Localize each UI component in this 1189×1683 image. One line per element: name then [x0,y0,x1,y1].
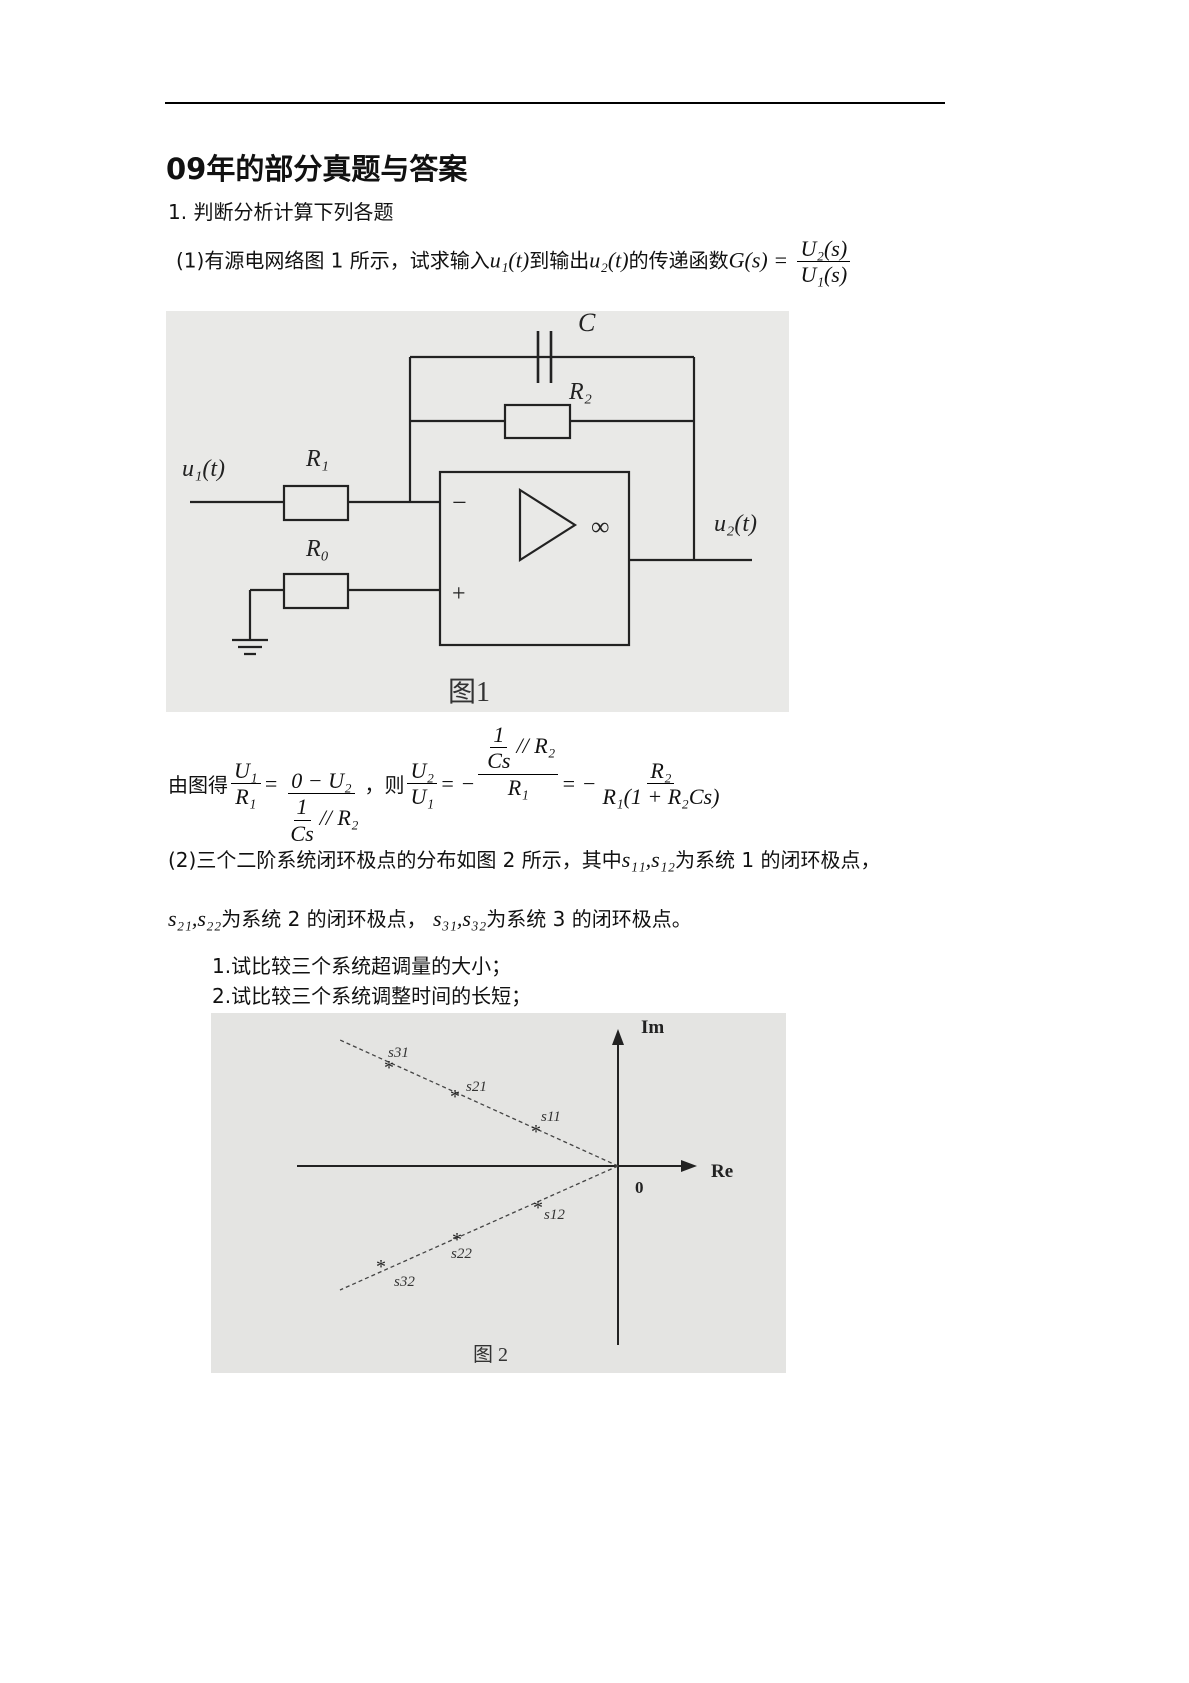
label-s31: s31 [388,1045,409,1061]
pole-s11-mark: * [531,1121,541,1143]
axis-label-im: Im [641,1017,664,1038]
fraction-denominator: R₁ [235,784,257,810]
pole-s21-mark: * [450,1086,460,1108]
q2-text: 为系统 2 的闭环极点， [221,907,427,931]
label-output: u₂(t) [714,511,757,537]
q2-text: (2)三个二阶系统闭环极点的分布如图 2 所示，其中 [168,848,622,872]
math-u1: u₁(t) [489,247,530,273]
fraction-denominator: U₁(s) [800,262,848,288]
q1-text: 到输出 [529,248,590,273]
fraction-numerator: U₁ [231,758,261,785]
origin-label: 0 [635,1178,644,1197]
axis-label-re: Re [711,1161,733,1182]
equals-negative: = − [561,770,597,796]
fraction-denominator: Cs [487,748,511,774]
header-rule [165,102,945,104]
label-plus: + [452,581,466,607]
label-minus: − [452,488,467,517]
label-r2: R₂ [568,379,592,405]
question-1: (1)有源电网络图 1 所示，试求输入u₁(t)到输出u₂(t)的传递函数G(s… [176,236,853,288]
math-g: G(s) = [728,247,789,273]
pole-s31-mark: * [384,1057,394,1079]
math-u2: u₂(t) [589,247,629,273]
fraction-denominator: U₁ [410,784,435,810]
answer-then: ，则 [364,773,405,798]
parallel-r2: // R₂ [516,732,556,758]
q1-text: (1)有源电网络图 1 所示，试求输入 [176,248,490,273]
parallel-r2: // R₂ [319,805,359,831]
figure-1-caption: 图1 [448,677,490,708]
answer-prefix: 由图得 [168,773,228,798]
q2-text: 为系统 1 的闭环极点， [675,848,881,872]
question-2-item-1: 1.试比较三个系统超调量的大小； [212,954,512,978]
question-2-item-2: 2.试比较三个系统调整时间的长短； [212,984,532,1008]
label-r1: R₁ [305,446,329,472]
question-2-line-1: (2)三个二阶系统闭环极点的分布如图 2 所示，其中s₁₁,s₁₂为系统 1 的… [168,844,880,873]
fraction-denominator: R₁ [507,774,529,800]
equals-negative: = − [440,770,476,796]
q1-text: 的传递函数 [628,248,729,273]
pole-s32-mark: * [376,1256,386,1278]
pole-s22-mark: * [452,1229,462,1251]
fraction-denominator: Cs [290,820,314,846]
q2-text: 为系统 3 的闭环极点。 [486,907,692,931]
label-r0: R₀ [305,536,329,562]
question-2-line-2: s₂₁,s₂₂为系统 2 的闭环极点， s₃₁,s₃₂为系统 3 的闭环极点。 [168,903,692,932]
label-s11: s11 [541,1109,561,1125]
figure-1-circuit: C R₂ R₁ R₀ u₁(t) u₂(t) − + ∞ 图1 [166,311,789,712]
label-s22: s22 [451,1246,472,1262]
poles-s2: s₂₁,s₂₂ [168,906,222,931]
label-s32: s32 [394,1274,415,1290]
fraction-numerator: U₂(s) [797,236,851,263]
poles-s3: s₃₁,s₃₂ [433,906,487,931]
label-s12: s12 [544,1207,565,1223]
figure-2-pole-plot: * * * * * * s31 s21 s11 s12 s22 s32 Im R… [211,1013,786,1373]
fraction-denominator: R₁(1 + R₂Cs) [602,784,720,810]
equals: = [263,770,279,796]
label-input: u₁(t) [182,456,225,482]
poles-s1: s₁₁,s₁₂ [621,847,675,872]
transfer-fraction: U₂(s)U₁(s) [797,236,851,288]
fraction-numerator: R₂ [647,758,675,785]
pole-s12-mark: * [533,1197,543,1219]
fraction-numerator: 1 [293,794,311,821]
page-title: 09年的部分真题与答案 [166,152,468,186]
section-heading: 1. 判断分析计算下列各题 [168,200,394,224]
label-gain: ∞ [591,512,610,541]
label-c: C [578,311,596,337]
figure-2-caption: 图 2 [473,1344,508,1366]
fraction-numerator: 1 [490,722,508,749]
fraction-numerator: 0 − U₂ [288,768,355,795]
fraction-numerator: U₂ [407,758,438,785]
label-s21: s21 [466,1079,487,1095]
